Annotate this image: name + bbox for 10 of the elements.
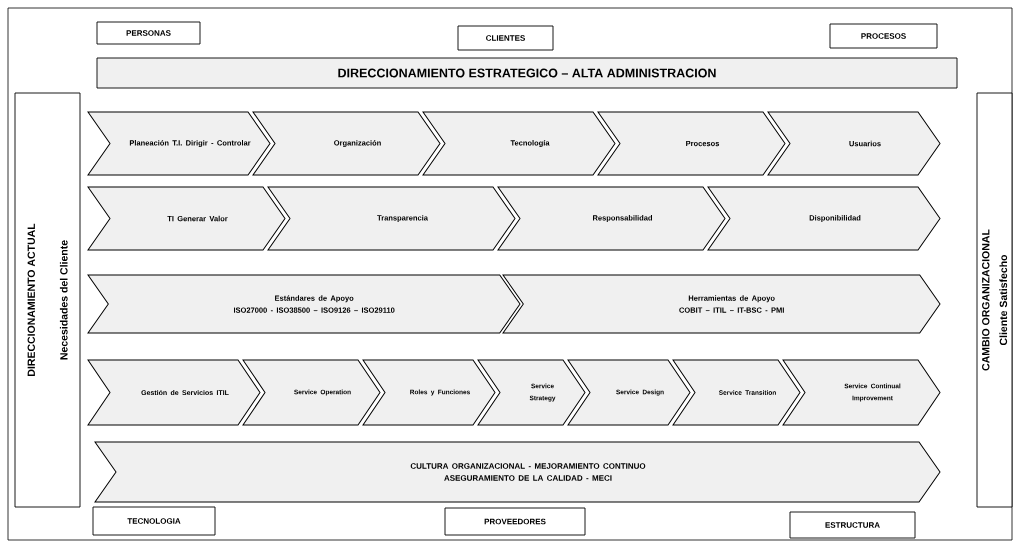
chevron-step: CULTURA ORGANIZACIONAL - MEJORAMIENTO CONTINUO ASEGURAMIENTO DE LA CALIDAD - MECI bbox=[94, 441, 941, 503]
label-box: PROVEEDORES bbox=[444, 507, 586, 536]
side-panel: CAMBIO ORGANIZACIONAL Cliente Satisfecho bbox=[976, 92, 1013, 508]
side-panel: DIRECCIONAMIENTO ACTUAL Necesidades del Cliente bbox=[14, 92, 81, 508]
label-box: PERSONAS bbox=[96, 21, 201, 45]
banner-box: DIRECCIONAMIENTO ESTRATEGICO – ALTA ADMINISTRACION bbox=[96, 57, 958, 89]
label-box: TECNOLOGIA bbox=[92, 506, 216, 536]
label-box: CLIENTES bbox=[457, 25, 554, 51]
label-box: PROCESOS bbox=[829, 23, 938, 49]
label-box: ESTRUCTURA bbox=[789, 511, 916, 539]
